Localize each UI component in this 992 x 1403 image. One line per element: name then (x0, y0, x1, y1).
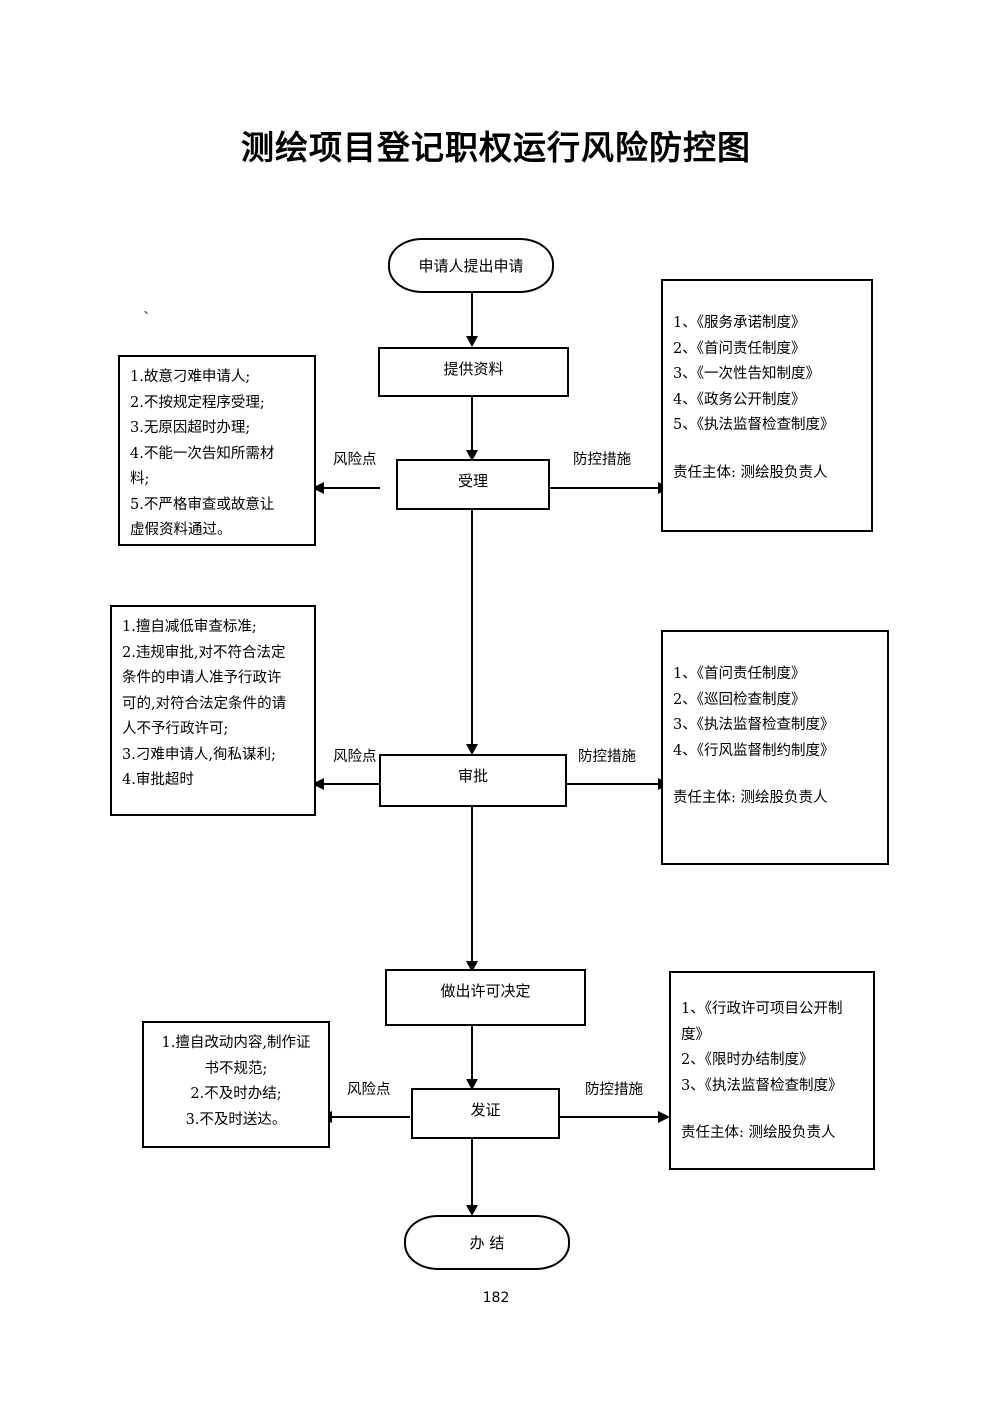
label-risk-accept: 风险点 (333, 451, 377, 469)
flow-node-end[interactable]: 办 结 (404, 1215, 570, 1270)
measure-item: 3、《一次性告知制度》 (673, 366, 820, 382)
page-title: 测绘项目登记职权运行风险防控图 (241, 128, 751, 167)
risk-line: 3.无原因超时办理; (130, 420, 251, 436)
flow-node-provide-materials-label: 提供资料 (443, 360, 504, 378)
risk-line: 5.不严格审查或故意让 (130, 496, 275, 513)
connector-approve-to-risk (322, 783, 380, 785)
risk-line: 虚假资料通过。 (130, 522, 232, 538)
risk-line: 1.擅自减低审查标准; (122, 619, 257, 635)
connector-approve-to-measures (566, 783, 661, 785)
risk-line: 书不规范; (204, 1060, 268, 1077)
risk-line: 条件的申请人准予行政许 (122, 670, 282, 686)
risk-line: 人不予行政许可; (122, 721, 229, 737)
measure-spacer (681, 1099, 863, 1121)
label-measures-approve: 防控措施 (578, 748, 636, 766)
risk-line: 3.不及时送达。 (185, 1111, 287, 1128)
connector-issue-to-end (471, 1138, 473, 1210)
measure-spacer (673, 439, 861, 461)
arrowhead-end (466, 1205, 478, 1216)
arrowhead-accept (466, 450, 478, 461)
label-measures-issue: 防控措施 (585, 1081, 643, 1099)
measure-item: 5、《执法监督检查制度》 (673, 417, 835, 433)
risk-line: 2.不及时办结; (190, 1086, 282, 1102)
flow-node-issue-certificate[interactable]: 发证 (411, 1088, 560, 1139)
flow-node-issue-certificate-label: 发证 (470, 1101, 501, 1119)
flow-node-approve[interactable]: 审批 (379, 754, 567, 807)
arrowhead-issue (466, 1079, 478, 1090)
responsible-party: 责任主体: 测绘股负责人 (673, 464, 828, 481)
connector-accept-to-risk (322, 487, 380, 489)
connector-accept-to-approve (471, 509, 473, 749)
connector-accept-to-measures (549, 487, 661, 489)
connector-decision-to-issue (471, 1025, 473, 1083)
flow-node-decision-label: 做出许可决定 (440, 982, 531, 1000)
measure-item: 4、《政务公开制度》 (673, 391, 806, 408)
connector-issue-to-measures (559, 1116, 661, 1118)
flow-node-end-label: 办 结 (469, 1233, 505, 1252)
connector-issue-to-risk (330, 1116, 410, 1118)
flow-node-approve-label: 审批 (457, 767, 488, 785)
measures-box-approve: 1、《首问责任制度》 2、《巡回检查制度》 3、《执法监督检查制度》 4、《行风… (661, 630, 889, 865)
responsible-party: 责任主体: 测绘股负责人 (673, 790, 828, 806)
risk-line: 1.故意刁难申请人; (130, 369, 251, 385)
flow-node-start-label: 申请人提出申请 (418, 256, 524, 275)
risk-box-issue: 1.擅自改动内容,制作证 书不规范; 2.不及时办结; 3.不及时送达。 (142, 1021, 330, 1148)
connector-approve-to-decision (471, 806, 473, 966)
risk-line: 4.审批超时 (122, 772, 194, 788)
risk-line: 2.违规审批,对不符合法定 (122, 644, 286, 661)
arrowhead-measures-issue (658, 1111, 670, 1123)
connector-materials-to-accept (471, 396, 473, 458)
risk-line: 1.擅自改动内容,制作证 (161, 1035, 311, 1051)
risk-line: 4.不能一次告知所需材 (130, 445, 275, 462)
measures-box-issue: 1、《行政许可项目公开制 度》 2、《限时办结制度》 3、《执法监督检查制度》 … (669, 971, 875, 1170)
risk-line: 料; (130, 471, 150, 487)
flow-node-accept-label: 受理 (457, 472, 488, 490)
risk-line: 可的,对符合法定条件的请 (122, 695, 287, 712)
label-risk-approve: 风险点 (333, 748, 377, 766)
flow-node-start[interactable]: 申请人提出申请 (388, 238, 554, 293)
measure-item: 1、《首问责任制度》 (673, 666, 806, 682)
flow-node-decision[interactable]: 做出许可决定 (385, 969, 586, 1026)
risk-line: 2.不按规定程序受理; (130, 394, 265, 411)
measure-item: 2、《限时办结制度》 (681, 1052, 814, 1068)
measure-item: 度》 (681, 1026, 710, 1043)
arrowhead-materials (466, 336, 478, 347)
label-risk-issue: 风险点 (347, 1081, 391, 1099)
connector-start-to-materials (471, 292, 473, 337)
measure-item: 1、《行政许可项目公开制 (681, 1001, 843, 1017)
risk-box-approve: 1.擅自减低审查标准; 2.违规审批,对不符合法定 条件的申请人准予行政许 可的… (110, 605, 316, 816)
risk-line: 3.刁难申请人,徇私谋利; (122, 746, 276, 763)
measure-item: 3、《执法监督检查制度》 (681, 1077, 843, 1094)
measure-spacer (673, 764, 877, 786)
arrowhead-approve (466, 744, 478, 755)
risk-box-accept: 1.故意刁难申请人; 2.不按规定程序受理; 3.无原因超时办理; 4.不能一次… (118, 355, 316, 546)
measures-box-accept: 1、《服务承诺制度》 2、《首问责任制度》 3、《一次性告知制度》 4、《政务公… (661, 279, 873, 532)
responsible-party: 责任主体: 测绘股负责人 (681, 1125, 836, 1141)
measure-item: 4、《行风监督制约制度》 (673, 742, 835, 759)
measure-item: 1、《服务承诺制度》 (673, 315, 806, 331)
arrowhead-decision (466, 961, 478, 972)
page-number: 182 (482, 1290, 510, 1306)
flow-node-provide-materials[interactable]: 提供资料 (378, 347, 569, 397)
flow-node-accept[interactable]: 受理 (396, 459, 550, 510)
measure-item: 2、《巡回检查制度》 (673, 691, 806, 708)
stray-tick-mark: ` (143, 309, 151, 327)
measure-item: 2、《首问责任制度》 (673, 340, 806, 357)
measure-item: 3、《执法监督检查制度》 (673, 717, 835, 733)
label-measures-accept: 防控措施 (573, 451, 631, 469)
